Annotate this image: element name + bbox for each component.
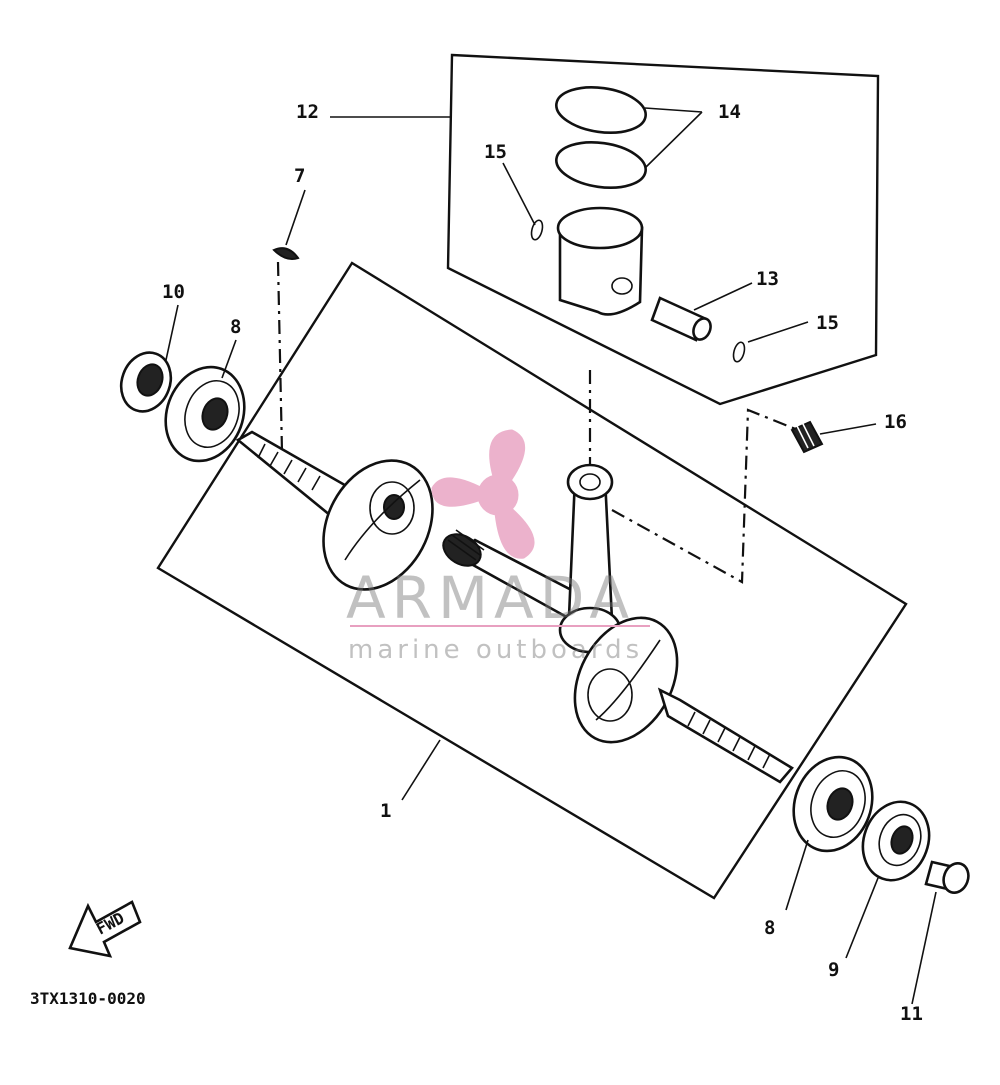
label-part-14: 14 (718, 101, 741, 123)
label-part-11: 11 (900, 1003, 923, 1025)
label-part-16: 16 (884, 411, 907, 433)
watermark-brand: ARMADA (346, 564, 635, 632)
woodruff-key (272, 247, 300, 260)
piston-ring-top (555, 86, 647, 134)
label-part-15-lower: 15 (816, 312, 839, 334)
label-part-1: 1 (380, 800, 391, 822)
crank-web-left (322, 459, 434, 591)
label-part-9: 9 (828, 959, 839, 981)
collar (924, 860, 970, 894)
crankshaft-right-shaft (657, 687, 794, 784)
piston-ring-second (555, 141, 647, 189)
piston-pin-clip-lower (732, 341, 746, 363)
oil-seal-left (119, 351, 173, 413)
label-part-7: 7 (294, 165, 305, 187)
piston-group-frame (446, 53, 880, 406)
crankshaft-group-frame (156, 261, 908, 900)
piston-pin-clip-upper (530, 219, 544, 241)
piston (556, 206, 644, 316)
label-part-15-upper: 15 (484, 141, 507, 163)
label-part-12: 12 (296, 101, 319, 123)
watermark: ARMADA marine outboards (346, 429, 650, 665)
alignment-line-bearing (611, 408, 799, 584)
diagram-code: 3TX1310-0020 (30, 989, 146, 1008)
bearing-right (792, 755, 874, 853)
watermark-tagline: marine outboards (348, 635, 643, 665)
alignment-line-key (276, 261, 284, 453)
bearing-left (164, 365, 246, 463)
label-part-8-right: 8 (764, 917, 775, 939)
label-part-13: 13 (756, 268, 779, 290)
small-end-bearing (790, 420, 824, 454)
forward-direction-arrow: FWD (68, 900, 142, 958)
label-part-8-left: 8 (230, 316, 241, 338)
propeller-logo-icon (431, 429, 535, 559)
oil-seal-right (861, 800, 931, 882)
leader-lines (165, 107, 937, 1005)
piston-pin (650, 296, 712, 342)
label-part-10: 10 (162, 281, 185, 303)
